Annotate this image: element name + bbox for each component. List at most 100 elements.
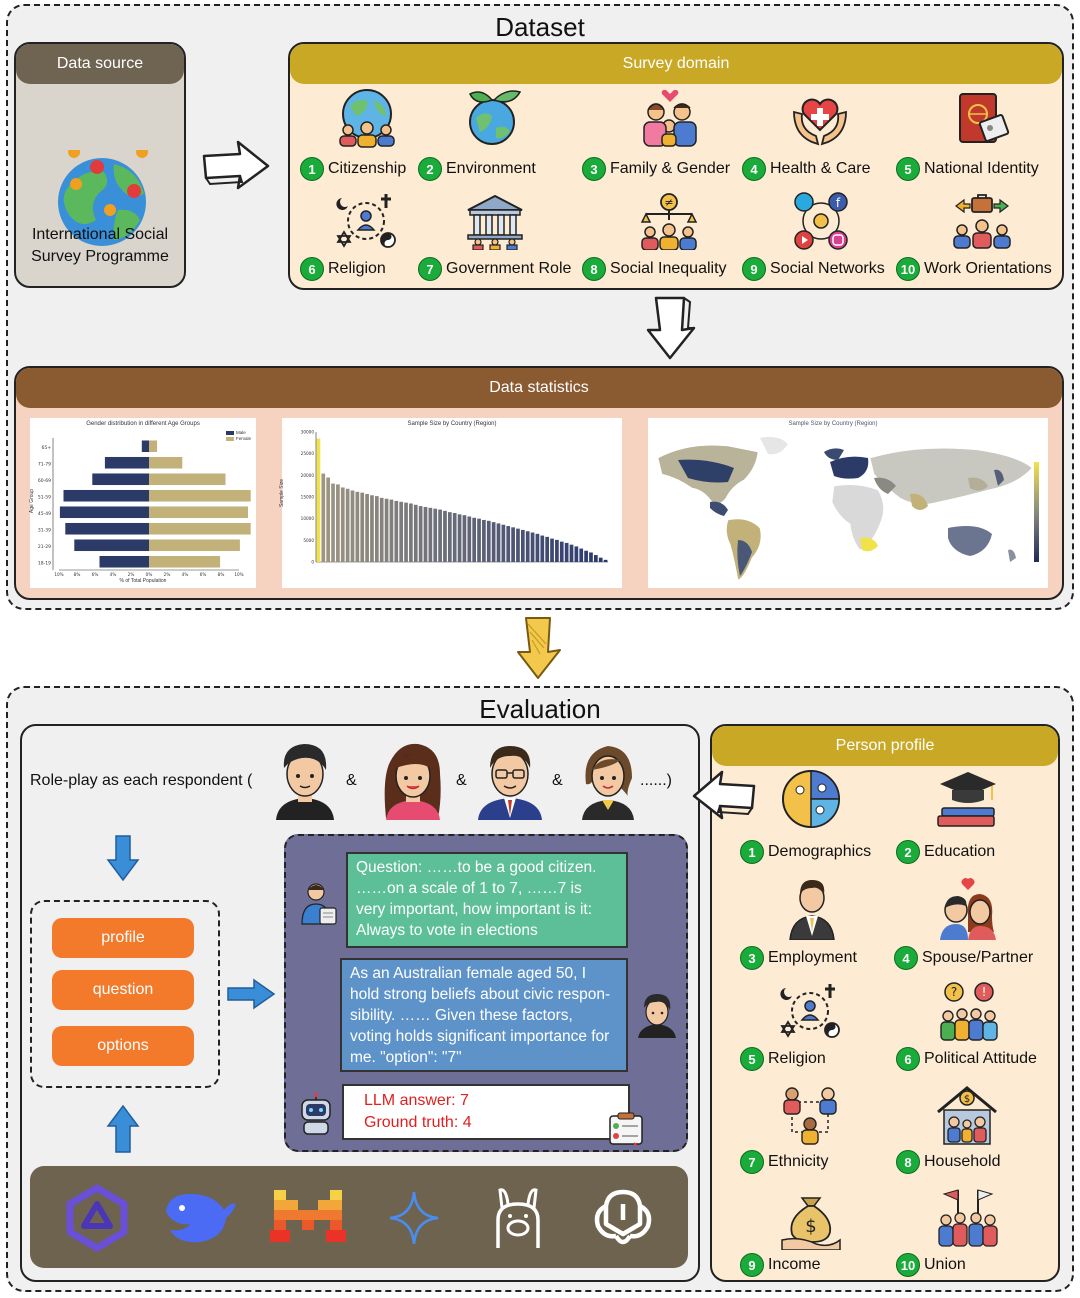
arrow-down-yellow-icon — [517, 617, 561, 679]
person-profile-header: Person profile — [712, 726, 1058, 766]
profile-input: profile — [52, 918, 194, 958]
pyramid-xtick: 2% — [128, 572, 135, 577]
pyramid-bar-male — [99, 555, 149, 568]
pyramid-bar-male — [65, 522, 149, 535]
pyramid-xtick: 0% — [146, 572, 153, 577]
amp-2: & — [456, 772, 467, 789]
pyramid-ytick: 60-69 — [38, 478, 51, 484]
bar-ytick: 30000 — [301, 430, 315, 435]
svg-text:!: ! — [982, 985, 987, 999]
pyramid-xtick: 10% — [234, 572, 243, 577]
bar-mark — [409, 503, 413, 562]
bar-mark — [355, 491, 360, 562]
arrow-right-icon — [202, 140, 270, 190]
bar-mark — [447, 512, 452, 562]
passport-icon — [959, 93, 1010, 143]
domain-text: Government Role — [446, 260, 572, 277]
pyramid-legend-male: Male — [236, 430, 246, 435]
bar-mark — [389, 499, 394, 562]
pyramid-bar-male — [59, 506, 149, 519]
bar-mark — [340, 487, 345, 562]
question-input: question — [52, 970, 194, 1010]
pyramid-plot: 65+71-7960-6951-5945-4931-3921-2918-1910… — [38, 438, 251, 577]
profile-number-badge: 8 — [896, 1150, 920, 1174]
bar-mark — [316, 438, 321, 562]
domain-text: Work Orientations — [924, 260, 1052, 277]
domain-text: Family & Gender — [610, 160, 731, 177]
household-house-icon: $ — [937, 1086, 997, 1145]
arrow-down-blue-icon — [106, 835, 140, 882]
pyramid-bar-male — [141, 440, 149, 453]
bar-mark — [545, 536, 550, 562]
question-line: Always to vote in elections — [356, 922, 538, 939]
bar-mark — [540, 535, 545, 562]
world-map-plot — [657, 436, 1039, 581]
family-icon — [643, 90, 697, 147]
earth-leaf-icon — [468, 90, 522, 145]
pyramid-bar-female — [149, 555, 221, 568]
profile-number-badge: 5 — [740, 1047, 764, 1071]
bar-mark — [496, 523, 501, 562]
question-line: ……on a scale of 1 to 7, ……7 is — [356, 880, 582, 897]
domain-number-badge: 4 — [742, 157, 766, 181]
bar-mark — [482, 519, 486, 562]
pyramid-bar-female — [149, 456, 183, 469]
answer-line: voting holds significant importance for — [350, 1028, 610, 1045]
evaluation-title: Evaluation — [479, 694, 601, 724]
arrow-right-blue-icon — [227, 978, 276, 1010]
domain-text: Health & Care — [770, 160, 871, 177]
pyramid-xtick: 8% — [74, 572, 81, 577]
government-building-icon — [467, 194, 523, 250]
domain-text: National Identity — [924, 160, 1039, 177]
pyramid-ytick: 21-29 — [38, 544, 51, 550]
domain-number-badge: 7 — [418, 257, 442, 281]
question-line: very important, how important is it: — [356, 901, 593, 918]
svg-text:f: f — [836, 196, 841, 210]
bar-mark — [438, 509, 442, 562]
profile-text: Income — [768, 1256, 821, 1273]
pyramid-xtick: 4% — [182, 572, 189, 577]
roleplay-suffix: ......) — [640, 772, 672, 789]
bar-ytick: 5000 — [303, 538, 314, 543]
domain-text: Social Networks — [770, 260, 885, 277]
pyramid-bar-male — [74, 539, 149, 552]
profile-number-badge: 4 — [894, 946, 918, 970]
bar-ytick: 15000 — [301, 495, 315, 500]
religion-symbols-icon — [336, 194, 396, 248]
options-input: options — [52, 1026, 194, 1066]
world-map-chart: Sample Size by Country (Region) — [648, 418, 1048, 588]
amp-3: & — [552, 772, 563, 789]
bar-chart-title: Sample Size by Country (Region) — [407, 421, 497, 427]
bar-mark — [530, 532, 535, 562]
bar-mark — [321, 473, 326, 562]
bar-mark — [418, 506, 423, 562]
bar-mark — [569, 544, 574, 562]
svg-text:?: ? — [951, 985, 957, 999]
age-pyramid-chart: Gender distribution in different Age Gro… — [29, 418, 256, 588]
pyramid-xtick: 8% — [218, 572, 225, 577]
bar-mark — [603, 559, 608, 562]
bar-mark — [350, 490, 355, 562]
bar-mark — [525, 531, 530, 562]
bar-mark — [404, 502, 408, 562]
profile-number-badge: 10 — [896, 1253, 920, 1277]
domain-number-badge: 6 — [300, 257, 324, 281]
profile-text: Ethnicity — [768, 1153, 829, 1170]
bar-mark — [491, 522, 496, 562]
bar-mark — [433, 508, 438, 562]
bar-mark — [555, 539, 559, 562]
demographics-icon — [782, 770, 840, 828]
